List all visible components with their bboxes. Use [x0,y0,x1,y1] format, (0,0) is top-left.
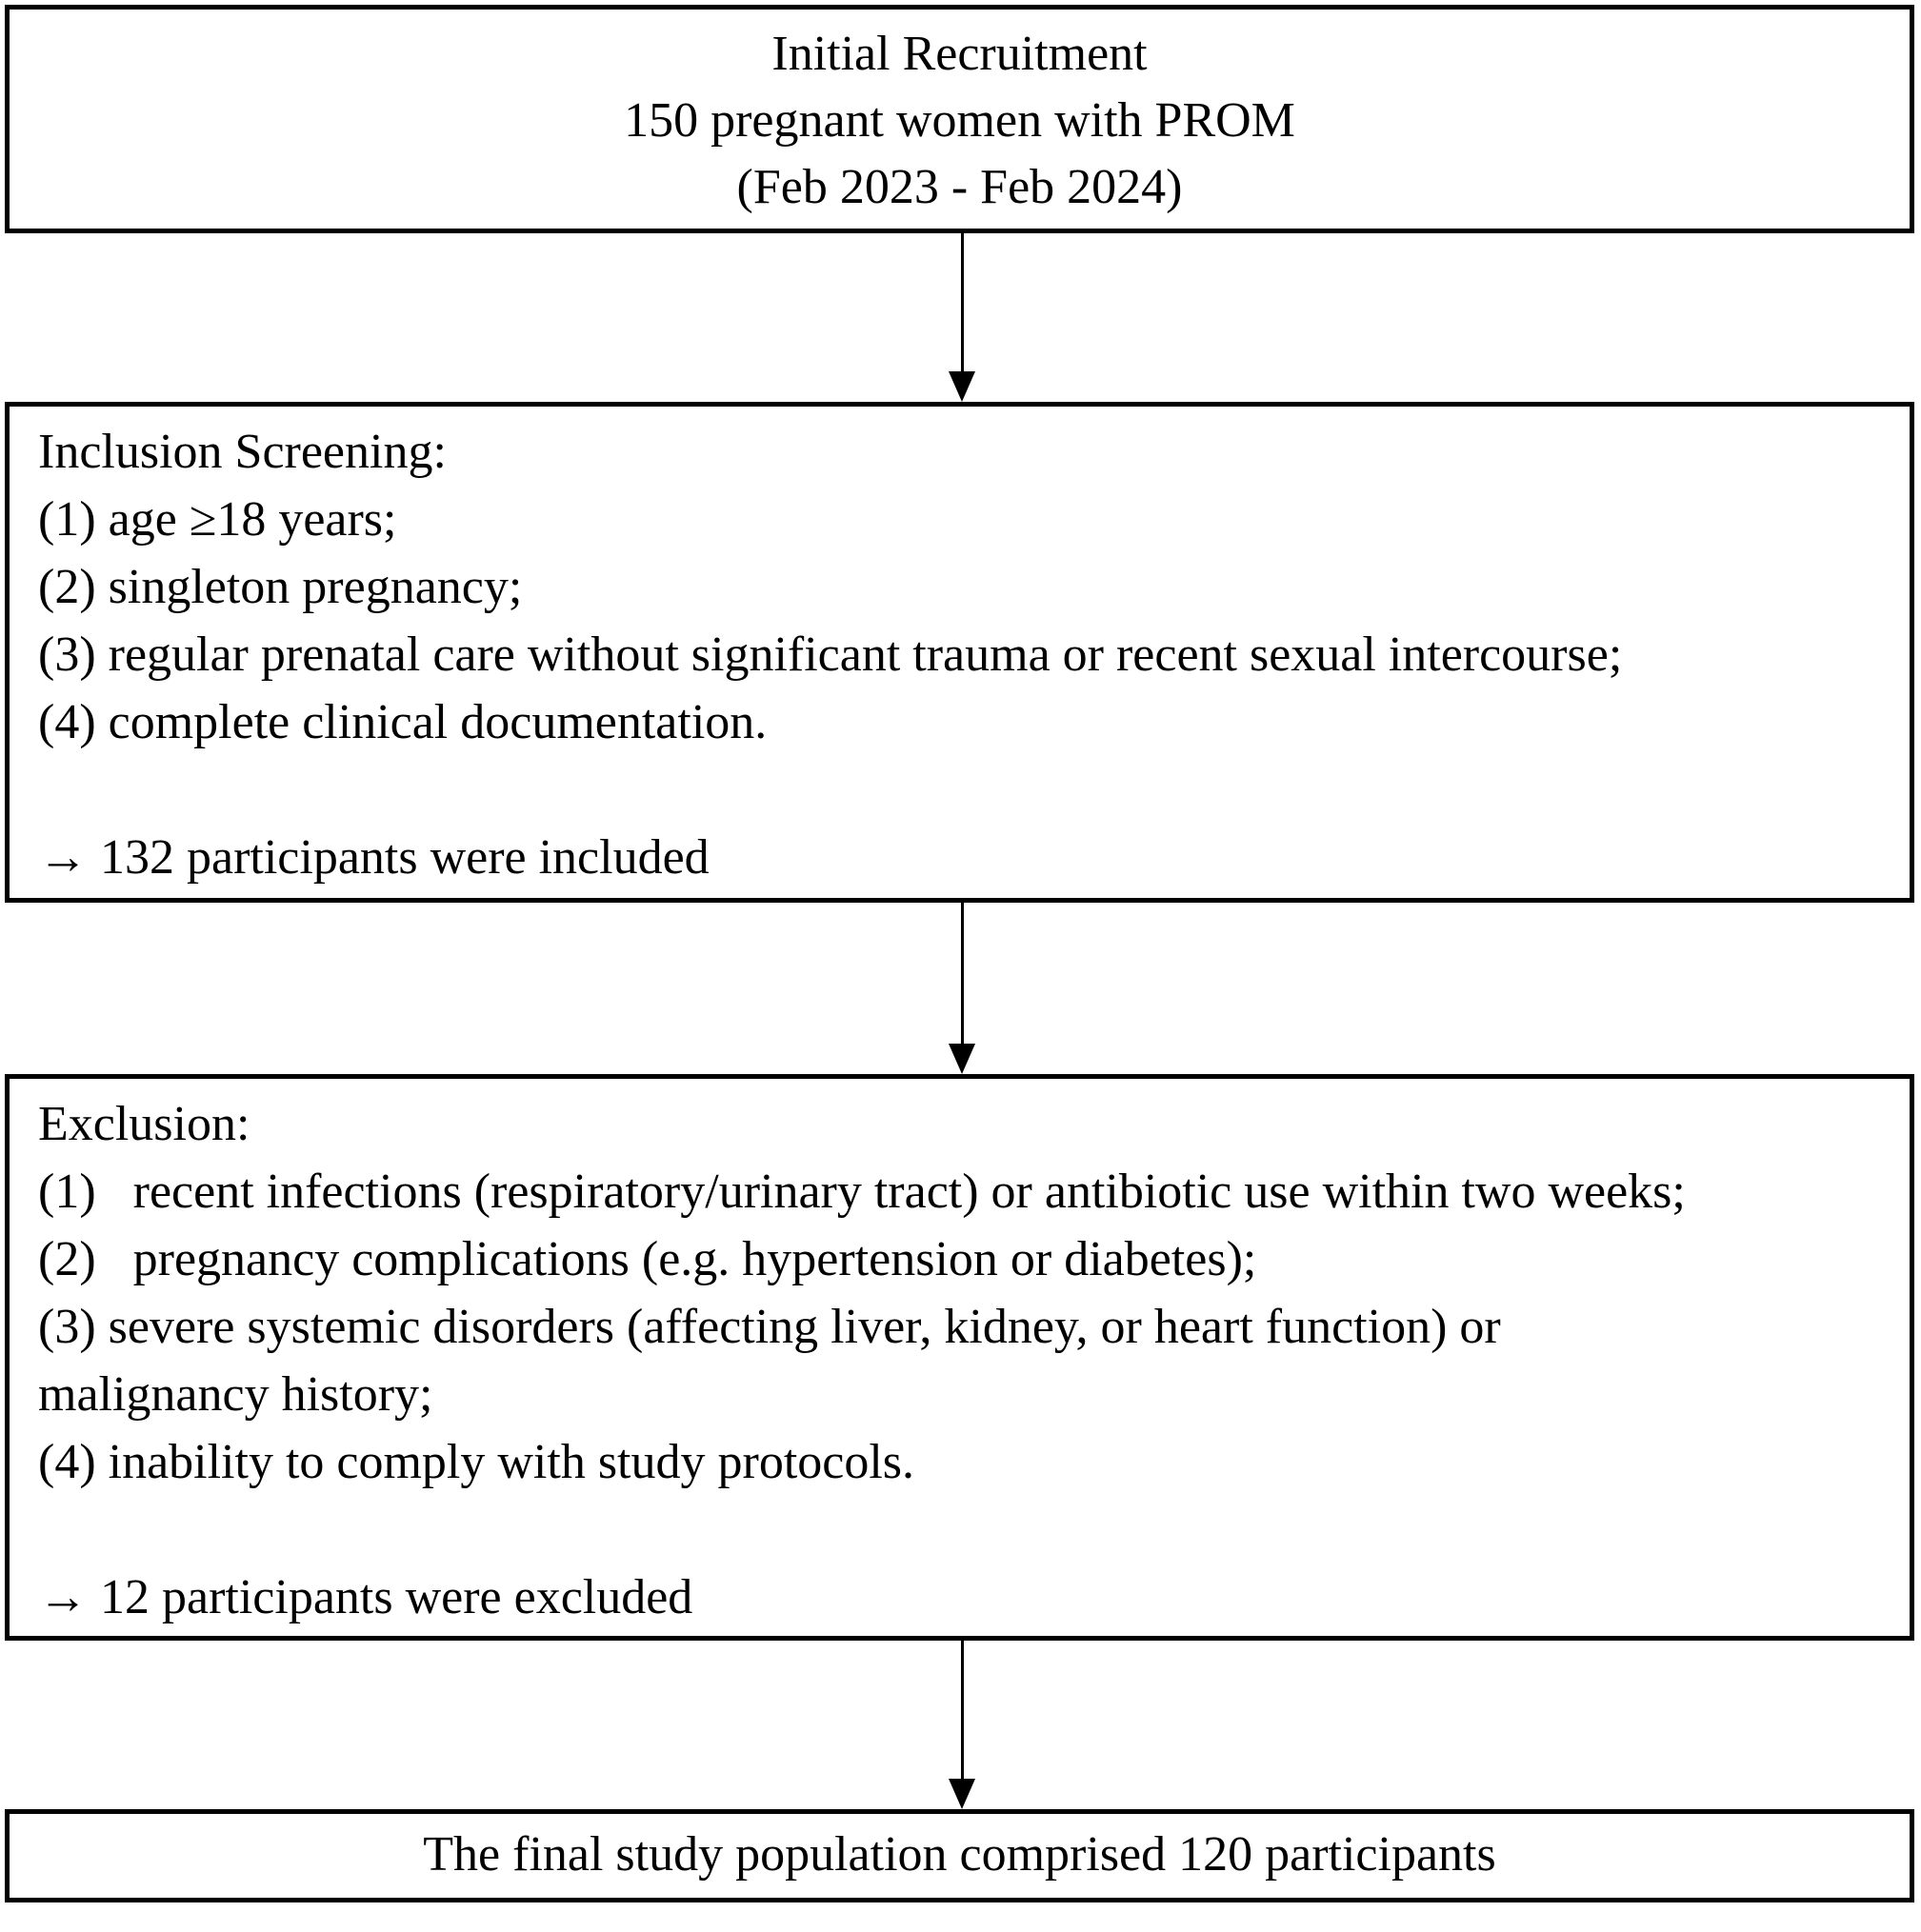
recruitment-period: (Feb 2023 - Feb 2024) [736,160,1183,214]
arrow-head-icon [949,1779,975,1809]
final-population-text: The final study population comprised 120… [423,1827,1496,1882]
flow-arrow-recruitment-to-inclusion [949,233,976,402]
inclusion-criterion-2: (2) singleton pregnancy; [38,560,523,614]
exclusion-criterion-2: (2) pregnancy complications (e.g. hypert… [38,1232,1257,1286]
exclusion-criterion-4: (4) inability to comply with study proto… [38,1435,915,1489]
arrow-shaft [961,233,964,372]
flow-node-initial-recruitment: Initial Recruitment 150 pregnant women w… [5,5,1914,233]
exclusion-result: → 12 participants were excluded [38,1570,693,1624]
recruitment-title: Initial Recruitment [771,27,1148,81]
arrow-shaft [961,1641,964,1780]
inclusion-heading: Inclusion Screening: [38,425,447,479]
inclusion-criterion-3: (3) regular prenatal care without signif… [38,627,1623,682]
exclusion-criterion-3-wrap: malignancy history; [38,1367,433,1422]
flow-node-final-population: The final study population comprised 120… [5,1809,1914,1902]
flow-node-inclusion-screening: Inclusion Screening: (1) age ≥18 years; … [5,402,1914,903]
arrow-shaft [961,903,964,1045]
inclusion-result: → 132 participants were included [38,830,710,885]
flow-arrow-exclusion-to-final [949,1641,976,1809]
arrow-head-icon [949,371,975,402]
arrow-head-icon [949,1044,975,1074]
blank-line [38,1496,1881,1564]
flow-arrow-inclusion-to-exclusion [949,903,976,1074]
exclusion-criterion-1: (1) recent infections (respiratory/urina… [38,1165,1686,1219]
recruitment-population: 150 pregnant women with PROM [624,93,1295,148]
blank-line [38,756,1881,824]
inclusion-criterion-1: (1) age ≥18 years; [38,492,397,547]
exclusion-criterion-3: (3) severe systemic disorders (affecting… [38,1300,1501,1354]
inclusion-criterion-4: (4) complete clinical documentation. [38,695,768,749]
exclusion-heading: Exclusion: [38,1097,250,1151]
flow-node-exclusion: Exclusion: (1) recent infections (respir… [5,1074,1914,1641]
